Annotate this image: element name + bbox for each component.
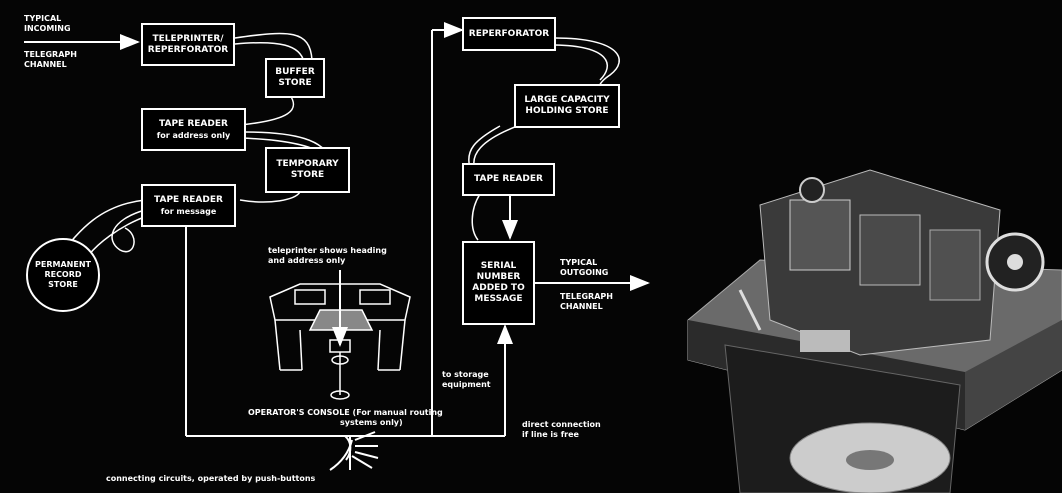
connecting-circuits-note: connecting circuits, operated by push-bu… xyxy=(106,474,315,484)
console-drawing xyxy=(270,270,410,399)
machine-photo xyxy=(688,170,1062,493)
reperforator-box: REPERFORATOR xyxy=(462,17,556,51)
tape-reader-right-box: TAPE READER xyxy=(462,163,555,196)
teleprinter-reperforator-box: TELEPRINTER/REPERFORATOR xyxy=(141,23,235,66)
